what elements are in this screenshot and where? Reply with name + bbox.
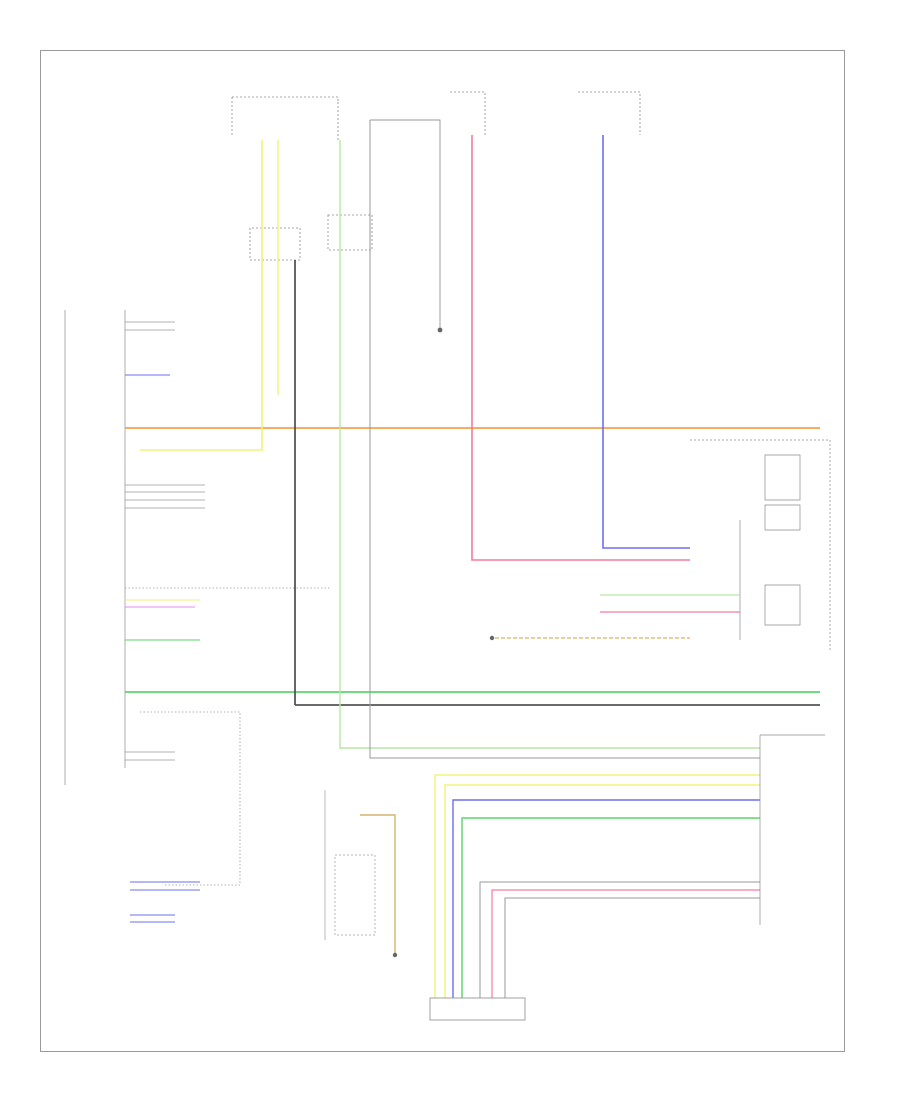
- bcm-connector: [64, 310, 330, 886]
- camera-gray-feed: [479, 881, 760, 998]
- fuse-block-outline: [232, 96, 339, 102]
- relay-box-right: [327, 214, 373, 251]
- lower-relay: [324, 790, 398, 958]
- display-unit-outline: [759, 734, 825, 925]
- combo-meter-block: [690, 439, 831, 925]
- relay-tan-wire: [360, 814, 396, 955]
- meter-outline: [690, 439, 831, 650]
- yellow-wire-left: [140, 140, 263, 451]
- branch-wire-pair-1: [125, 321, 175, 331]
- meter-sub-box-1: [764, 454, 801, 501]
- bcm-return-loop: [140, 711, 241, 886]
- top-module-group: [231, 91, 641, 333]
- pink-wire: [471, 135, 690, 561]
- relay-body: [334, 854, 376, 936]
- camera-gray-feed-2: [504, 897, 760, 998]
- branch-wire-pair-2: [125, 751, 175, 761]
- blue-wire: [602, 135, 690, 549]
- display-green-feed: [461, 817, 760, 998]
- mid-ground-point: [489, 635, 495, 641]
- meter-sub-box-3: [764, 584, 801, 626]
- lower-left-blue-pair-2: [130, 914, 175, 923]
- display-yellow-feed-2: [444, 784, 760, 998]
- relay-ground-point: [392, 952, 398, 958]
- ground-point: [437, 327, 443, 333]
- diagram-border: [40, 50, 845, 1052]
- ground-feed-line: [370, 119, 441, 330]
- display-yellow-feed: [434, 774, 760, 998]
- display-blue-feed: [452, 799, 760, 998]
- light-green-wire: [339, 140, 760, 749]
- relay-box-left: [249, 227, 301, 261]
- rear-camera-connector: [429, 997, 526, 1021]
- branch-wire-group: [125, 484, 205, 509]
- gray-wire: [369, 120, 760, 759]
- lower-left-blue-pair: [130, 881, 200, 891]
- camera-pink-feed: [491, 889, 760, 998]
- meter-top-outline: [578, 91, 641, 135]
- ecu-top-outline: [450, 91, 486, 135]
- meter-sub-box-2: [764, 504, 801, 531]
